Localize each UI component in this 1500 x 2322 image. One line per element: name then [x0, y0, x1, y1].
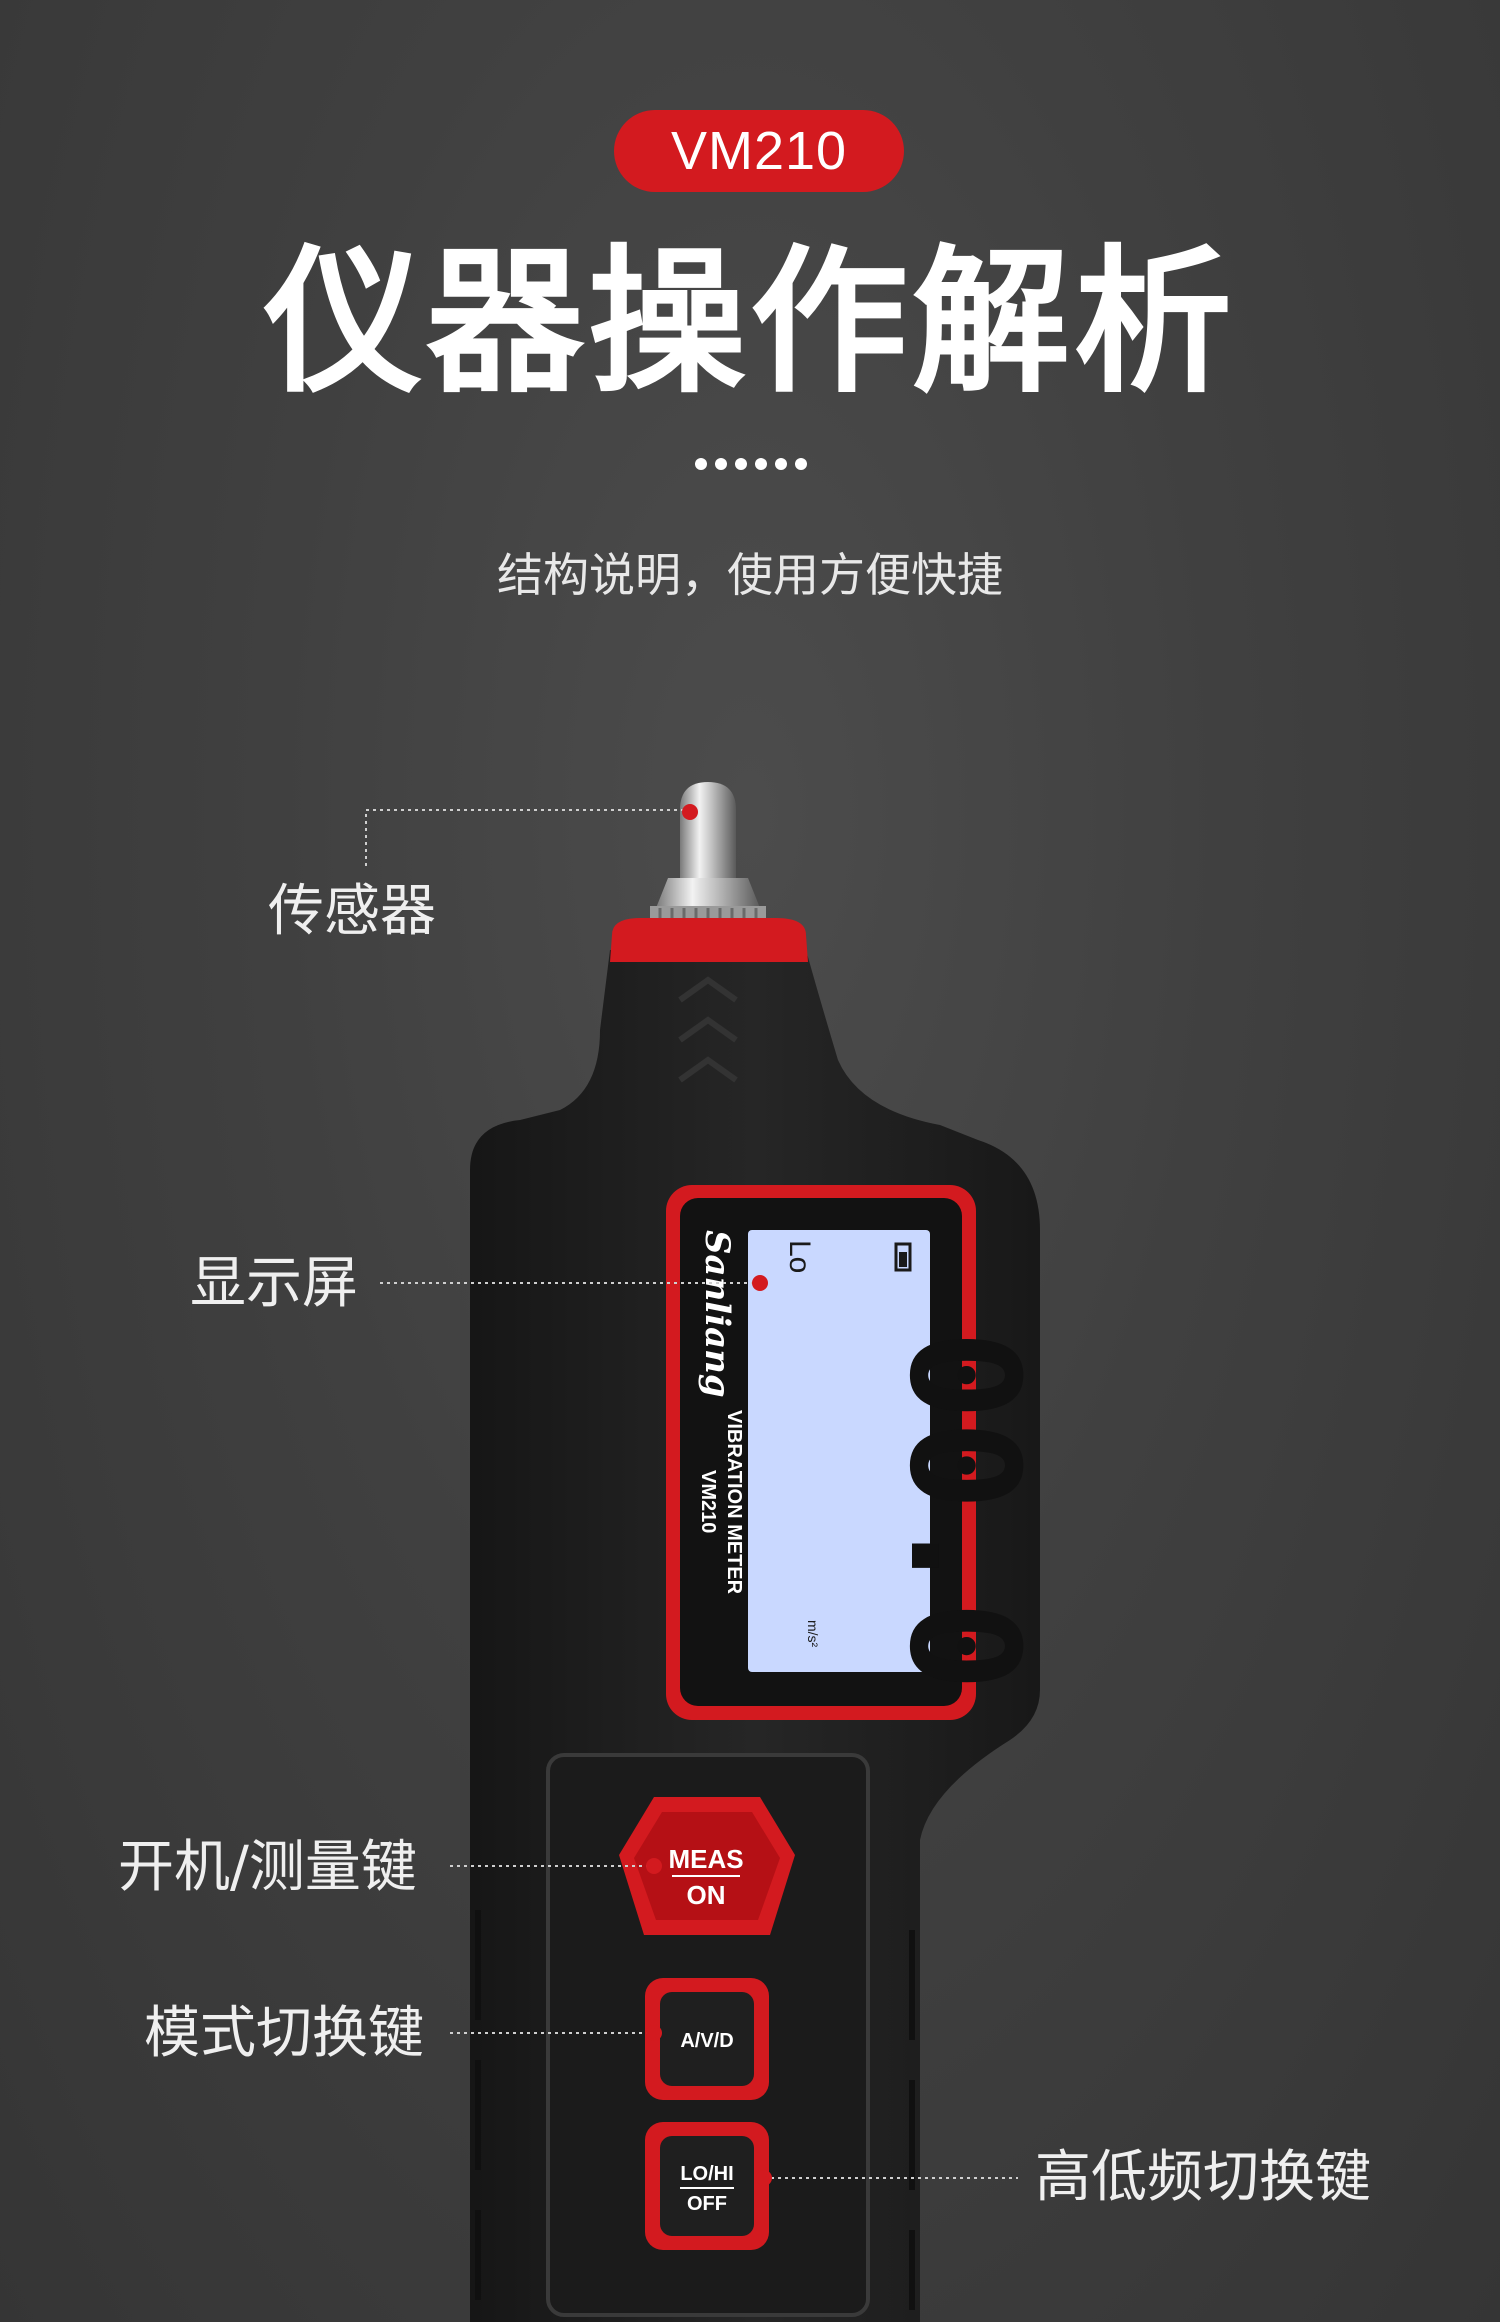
lcd-mode: Lo [783, 1240, 816, 1273]
page-subtitle: 结构说明，使用方便快捷 [497, 548, 1003, 602]
lohi-label: LO/HI [680, 2163, 733, 2185]
callout-mode-key: 模式切换键 [144, 2001, 424, 2066]
page-title: 仪器操作解析 [264, 231, 1236, 415]
lcd-unit: m/s² [805, 1620, 821, 1648]
brand-logo: Sanliang [697, 1230, 737, 1398]
model-badge: VM210 [614, 110, 904, 192]
lcd-screen [748, 1230, 930, 1672]
meas-label: MEAS [668, 1844, 743, 1874]
callout-lohi-key: 高低频切换键 [1035, 2145, 1371, 2210]
avd-label: A/V/D [680, 2030, 733, 2052]
callout-display: 显示屏 [190, 1251, 358, 1316]
device-product-name: VIBRATION METER [723, 1410, 745, 1595]
callout-dots [646, 804, 772, 2186]
callout-power-measure-key: 开机/测量键 [118, 1835, 417, 1900]
on-label: ON [687, 1880, 726, 1910]
device-model-print: VM210 [697, 1470, 719, 1533]
lcd-reading: 00.0 [876, 1330, 1050, 1691]
divider-dots [695, 455, 815, 470]
callout-lines [365, 809, 1018, 2179]
off-label: OFF [687, 2193, 727, 2215]
sensor-probe [650, 782, 766, 932]
callout-sensor: 传感器 [268, 879, 436, 944]
